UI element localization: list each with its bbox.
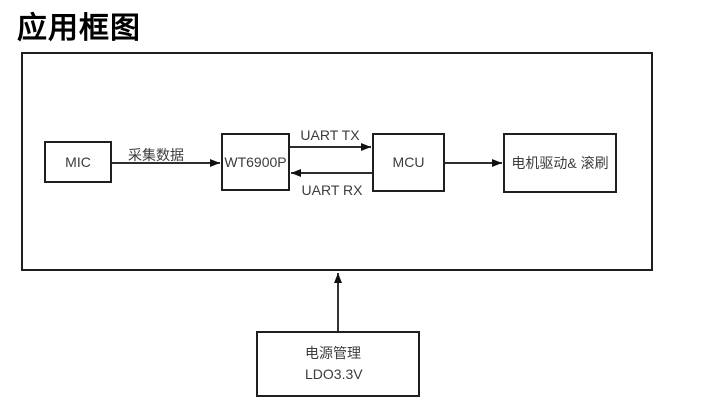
block-mcu-label: MCU <box>392 154 425 171</box>
block-power-management: 电源管理 LDO3.3V <box>256 331 420 397</box>
block-mic-label: MIC <box>65 153 91 170</box>
block-mic: MIC <box>44 141 112 183</box>
edge-label-collect-data: 采集数据 <box>128 147 184 163</box>
edge-label-uart-rx: UART RX <box>301 182 363 198</box>
block-motor-drive-label: 电机驱动& 滚刷 <box>511 154 609 171</box>
block-power-label-line1: 电源管理 <box>305 345 361 361</box>
block-mcu: MCU <box>372 133 445 192</box>
edge-label-uart-tx: UART TX <box>300 127 360 143</box>
system-boundary-box <box>21 52 653 271</box>
block-wt6900p: WT6900P <box>221 133 290 191</box>
page-title: 应用框图 <box>17 12 141 45</box>
block-motor-drive: 电机驱动& 滚刷 <box>503 133 617 193</box>
block-wt6900p-label: WT6900P <box>224 153 287 170</box>
block-power-label-line2: LDO3.3V <box>305 366 363 382</box>
